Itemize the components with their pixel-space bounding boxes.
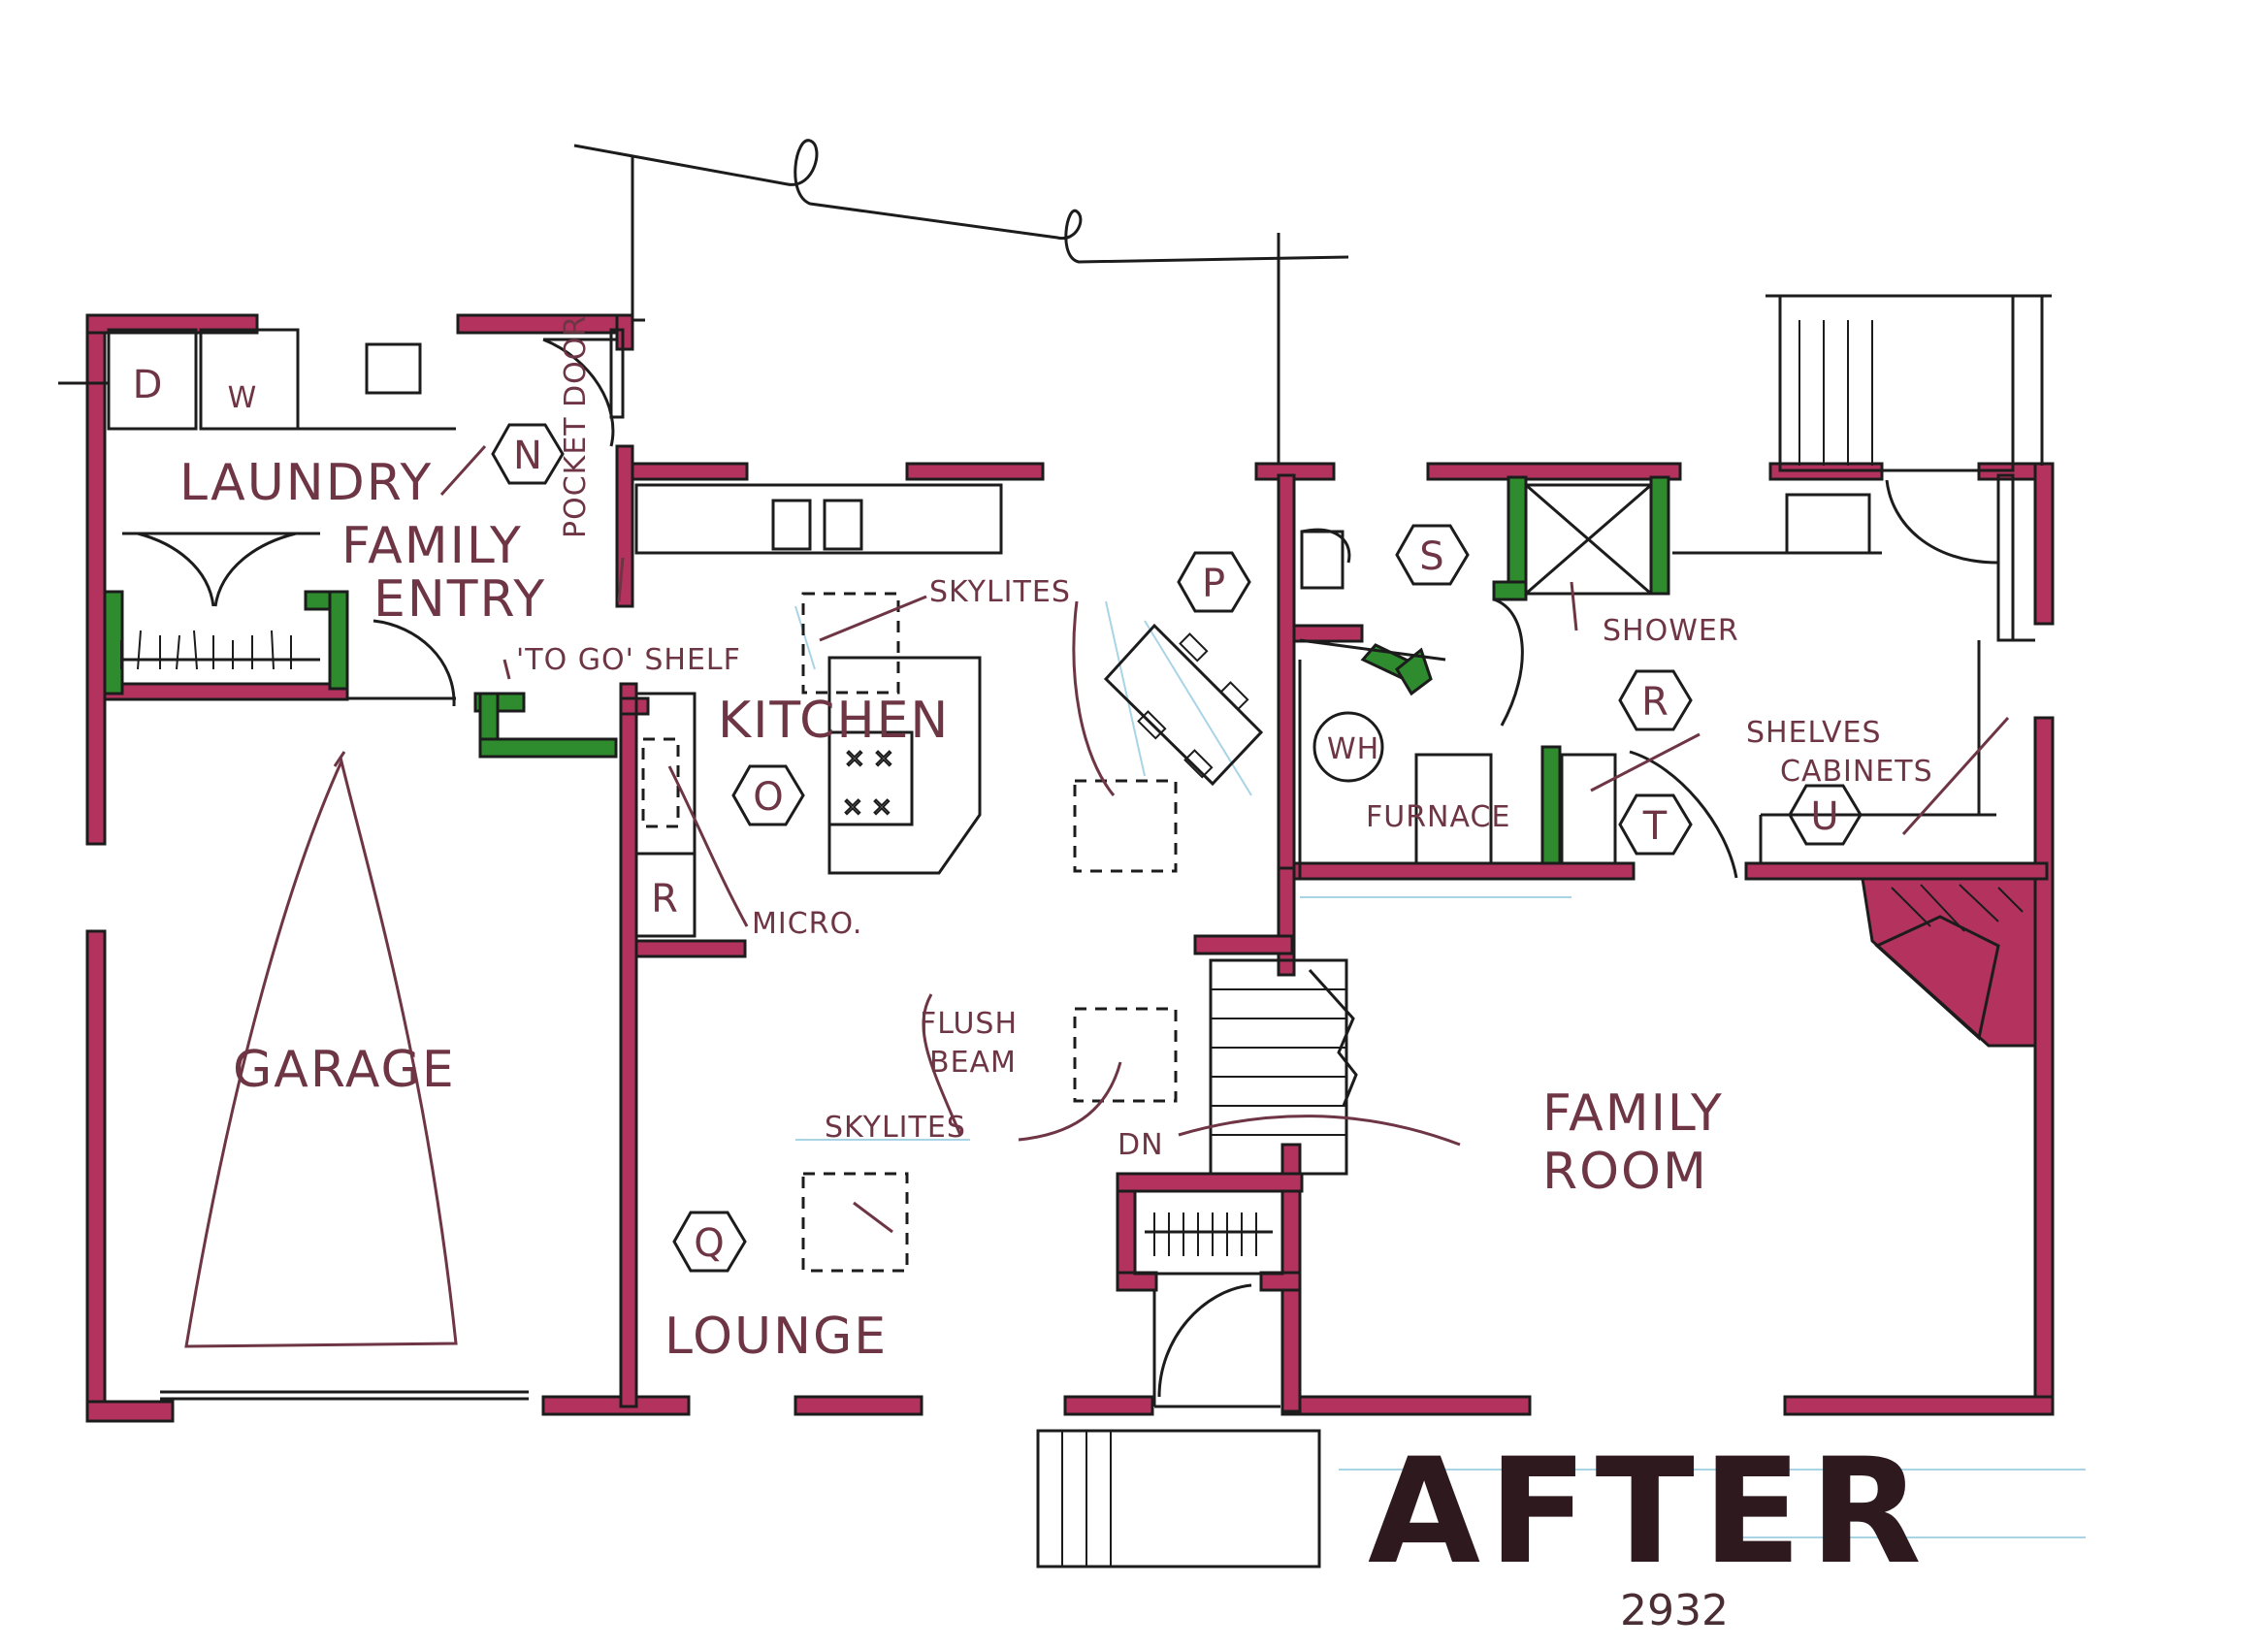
- bath-utility: [1298, 473, 2035, 879]
- marker-hex-T: [1618, 793, 1693, 856]
- note-dn: DN: [1118, 1128, 1164, 1162]
- hexagon-markers: [491, 423, 1863, 1273]
- room-label-garage: GARAGE: [233, 1041, 456, 1099]
- note-shelves: SHELVES: [1746, 716, 1882, 750]
- marker-hex-U: [1788, 784, 1863, 846]
- marker-S: S: [1419, 534, 1443, 579]
- dining-table: [1103, 623, 1264, 787]
- room-label-kitchen: KITCHEN: [718, 692, 950, 750]
- marker-Q: Q: [694, 1221, 724, 1266]
- front-entry: [1133, 1189, 1284, 1408]
- marker-hex-O: [731, 764, 805, 826]
- drawing-title: AFTER: [1368, 1428, 1929, 1597]
- exterior-walls: [85, 313, 2055, 1423]
- water-heater-circle: [1312, 711, 1384, 783]
- washer-label: W: [228, 381, 258, 415]
- family-entry-details: [120, 532, 456, 707]
- marker-R: R: [1641, 680, 1669, 725]
- room-label-family-room-1: FAMILY: [1542, 1084, 1724, 1143]
- marker-P: P: [1202, 562, 1225, 606]
- annotation-arrows: [439, 444, 2010, 1234]
- fireplace: [1861, 877, 2037, 1048]
- roofline-sketch: [573, 139, 1349, 466]
- marker-N: N: [513, 434, 542, 478]
- room-label-family-entry-1: FAMILY: [341, 517, 523, 575]
- marker-U: U: [1810, 794, 1838, 839]
- svg-text:× ×: × ×: [842, 792, 892, 822]
- garage-details: [160, 751, 529, 1401]
- marker-hex-N: [491, 423, 565, 485]
- blue-guide-lines: [794, 600, 2086, 1538]
- sheet-number: 2932: [1620, 1586, 1729, 1635]
- marker-T: T: [1642, 804, 1668, 849]
- room-label-lounge: LOUNGE: [664, 1308, 888, 1366]
- note-wh: WH: [1327, 732, 1379, 766]
- room-label-family-room-2: ROOM: [1542, 1143, 1708, 1201]
- note-shower: SHOWER: [1603, 614, 1739, 648]
- room-label-family-entry-2: ENTRY: [373, 570, 546, 629]
- note-cabinets: CABINETS: [1780, 755, 1933, 789]
- note-skylites-bottom: SKYLITES: [825, 1111, 966, 1145]
- marker-hex-P: [1177, 551, 1251, 613]
- dryer-label: D: [133, 363, 163, 407]
- note-to-go-shelf: 'TO GO' SHELF: [516, 643, 741, 677]
- stairs: [1036, 294, 2052, 1568]
- note-flush-beam-2: BEAM: [929, 1046, 1017, 1080]
- note-flush-beam-1: FLUSH: [920, 1007, 1018, 1041]
- room-label-laundry: LAUNDRY: [179, 454, 433, 512]
- svg-text:× ×: × ×: [844, 744, 894, 773]
- note-micro: MICRO.: [752, 907, 862, 941]
- marker-hex-R: [1618, 669, 1693, 731]
- marker-O: O: [753, 775, 783, 820]
- refrigerator-label: R: [651, 877, 678, 922]
- note-pocket-door-1: POCKET: [559, 416, 593, 538]
- note-skylites-top: SKYLITES: [929, 575, 1071, 609]
- kitchen-cabinets: × × × ×: [634, 483, 1178, 1273]
- new-walls-green: [103, 475, 1670, 865]
- marker-hex-S: [1395, 524, 1470, 586]
- marker-hex-Q: [672, 1211, 747, 1273]
- room-label-furnace: FURNACE: [1366, 800, 1510, 834]
- laundry-appliances: [58, 328, 625, 447]
- note-pocket-door-2: DOOR: [559, 315, 593, 407]
